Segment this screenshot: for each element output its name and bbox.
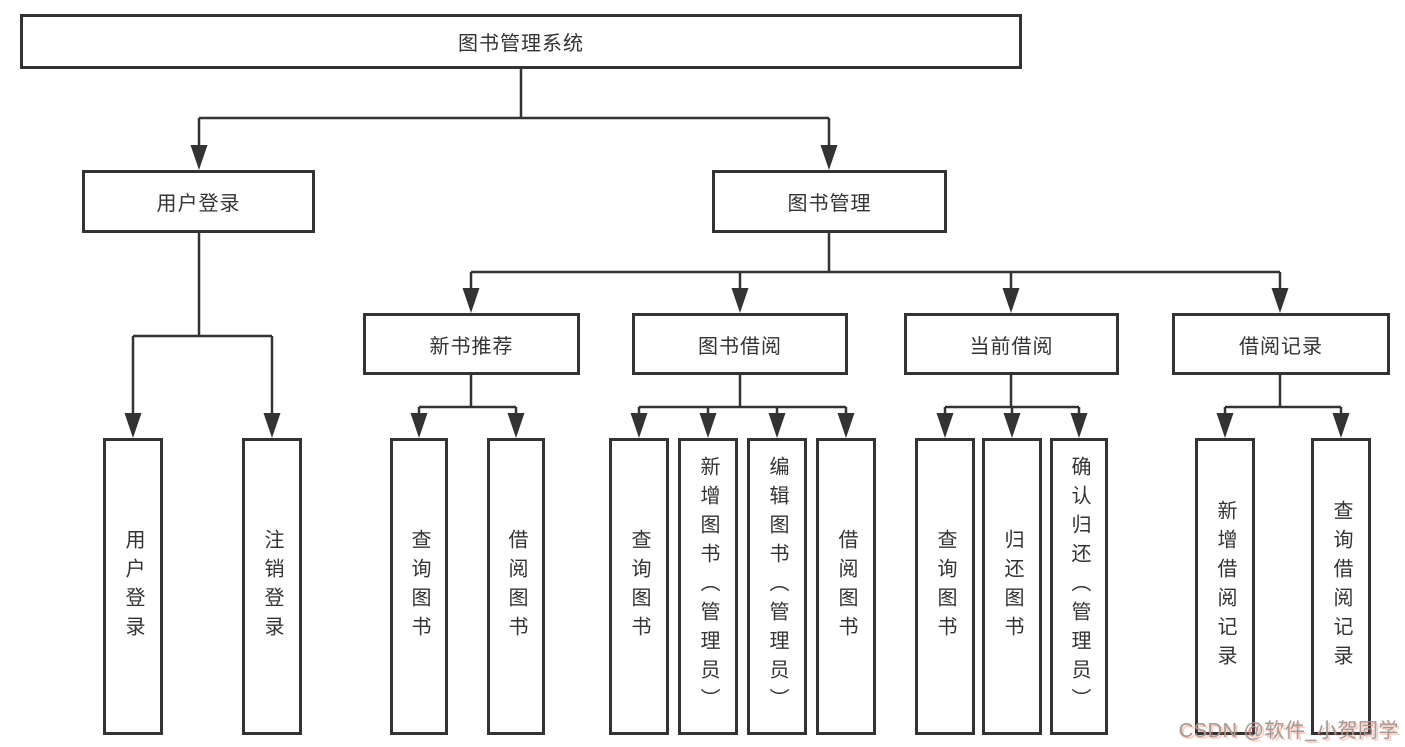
node-label: 查询图书 <box>408 528 430 645</box>
leaf-user-login: 用户登录 <box>103 438 163 735</box>
node-user-login: 用户登录 <box>82 170 315 233</box>
node-label: 查询图书 <box>628 528 650 645</box>
node-label: 当前借阅 <box>969 335 1054 358</box>
node-library-management-system: 图书管理系统 <box>20 14 1022 69</box>
node-label: 图书借阅 <box>698 335 782 358</box>
node-new-book-recommendation: 新书推荐 <box>363 313 580 375</box>
connector-path <box>131 69 1343 416</box>
node-book-management: 图书管理 <box>712 170 947 233</box>
arrowheads <box>124 145 1350 438</box>
node-label: 图书管理 <box>787 193 872 215</box>
leaf-borrow-add-books-admin: 新增图书（管理员） <box>678 438 738 735</box>
node-label: 注销登录 <box>261 528 283 645</box>
node-label: 确认归还（管理员） <box>1068 456 1090 717</box>
leaf-borrow-borrow-books: 借阅图书 <box>816 438 876 735</box>
leaf-newbook-borrow-books: 借阅图书 <box>487 438 545 735</box>
leaf-borrow-query-books: 查询图书 <box>609 438 669 735</box>
node-current-borrowing: 当前借阅 <box>904 313 1119 375</box>
node-borrowing-records: 借阅记录 <box>1172 313 1390 375</box>
node-label: 借阅图书 <box>835 528 857 645</box>
node-label: 借阅图书 <box>505 528 527 645</box>
node-book-borrowing: 图书借阅 <box>632 313 848 375</box>
csdn-watermark: CSDN @软件_小贺同学 <box>1178 720 1399 742</box>
leaf-current-query-books: 查询图书 <box>915 438 975 735</box>
leaf-borrow-edit-books-admin: 编辑图书（管理员） <box>747 438 807 735</box>
node-label: 编辑图书（管理员） <box>766 456 788 717</box>
leaf-current-return-books: 归还图书 <box>982 438 1042 735</box>
node-label: 查询图书 <box>934 528 956 645</box>
node-label: 归还图书 <box>1001 528 1023 645</box>
leaf-newbook-query-books: 查询图书 <box>390 438 448 735</box>
leaf-record-add-borrow-record: 新增借阅记录 <box>1195 438 1255 735</box>
node-label: 查询借阅记录 <box>1330 499 1352 674</box>
node-label: 图书管理系统 <box>458 33 584 55</box>
leaf-current-confirm-return-admin: 确认归还（管理员） <box>1050 438 1108 735</box>
leaf-logout: 注销登录 <box>242 438 302 735</box>
node-label: 新书推荐 <box>429 335 514 358</box>
node-label: 借阅记录 <box>1239 335 1323 358</box>
node-label: 用户登录 <box>156 193 241 215</box>
node-label: 用户登录 <box>122 528 144 645</box>
node-label: 新增图书（管理员） <box>697 456 719 717</box>
node-label: 新增借阅记录 <box>1214 499 1236 674</box>
leaf-record-query-borrow-record: 查询借阅记录 <box>1311 438 1371 735</box>
